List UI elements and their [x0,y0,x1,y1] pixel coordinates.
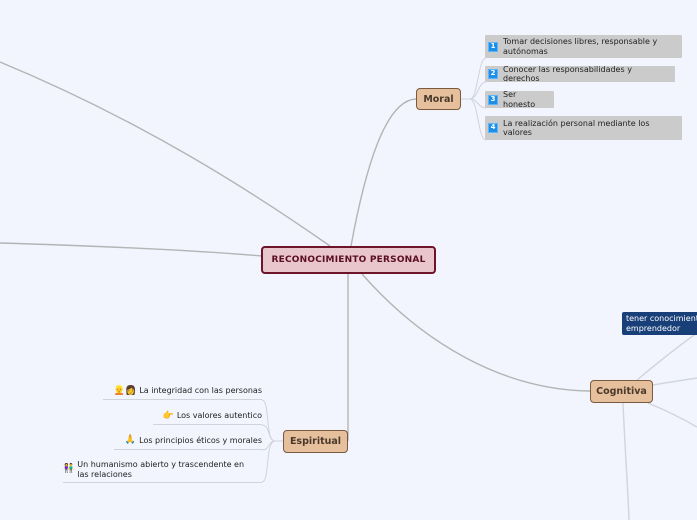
cognitiva-item-1-label: tener conocimiento emprendedor [626,314,697,333]
branch-espiritual[interactable]: Espiritual [283,430,348,453]
central-topic[interactable]: RECONOCIMIENTO PERSONAL [261,246,436,274]
moral-item-4-label: La realización personal mediante los val… [503,118,650,138]
people-icon: 👱👩 [113,385,137,396]
branch-espiritual-label: Espiritual [289,436,342,447]
number-4-icon: 4 [488,123,498,133]
number-2-icon: 2 [488,69,498,79]
central-topic-label: RECONOCIMIENTO PERSONAL [271,255,426,265]
espiritual-item-2[interactable]: 👉 Los valores autentico [153,411,262,425]
moral-item-4[interactable]: 4 La realización personal mediante los v… [485,116,682,140]
moral-item-1[interactable]: 1 Tomar decisiones libres, responsable y… [485,35,682,58]
branch-cognitiva-label: Cognitiva [596,386,647,397]
moral-item-2-label: Conocer las responsabilidades y derechos [503,64,632,84]
number-3-icon: 3 [488,94,498,105]
couple-icon: 👫 [63,464,75,474]
moral-item-3-label: Ser honesto [503,90,536,109]
moral-item-2[interactable]: 2 Conocer las responsabilidades y derech… [485,64,675,84]
espiritual-item-1[interactable]: 👱👩 La integridad con las personas [103,386,262,400]
branch-moral-label: Moral [423,93,454,105]
pointing-hand-icon: 👉 [162,410,174,421]
branch-moral[interactable]: Moral [416,88,461,110]
moral-item-1-label: Tomar decisiones libres, responsable y a… [503,37,658,56]
espiritual-item-3-label: Los principios éticos y morales [139,435,262,445]
espiritual-item-3[interactable]: 🙏 Los principios éticos y morales [114,435,262,450]
moral-item-3[interactable]: 3 Ser honesto [485,90,554,109]
praying-hands-icon: 🙏 [124,435,137,445]
number-1-icon: 1 [488,41,498,52]
espiritual-item-2-label: Los valores autentico [176,411,262,421]
cognitiva-item-1[interactable]: tener conocimiento emprendedor [622,312,697,335]
branch-cognitiva[interactable]: Cognitiva [590,380,653,403]
espiritual-item-4-label: Un humanismo abierto y trascendente en l… [77,460,245,479]
espiritual-item-4[interactable]: 👫 Un humanismo abierto y trascendente en… [63,460,262,483]
espiritual-item-1-label: La integridad con las personas [139,386,262,396]
